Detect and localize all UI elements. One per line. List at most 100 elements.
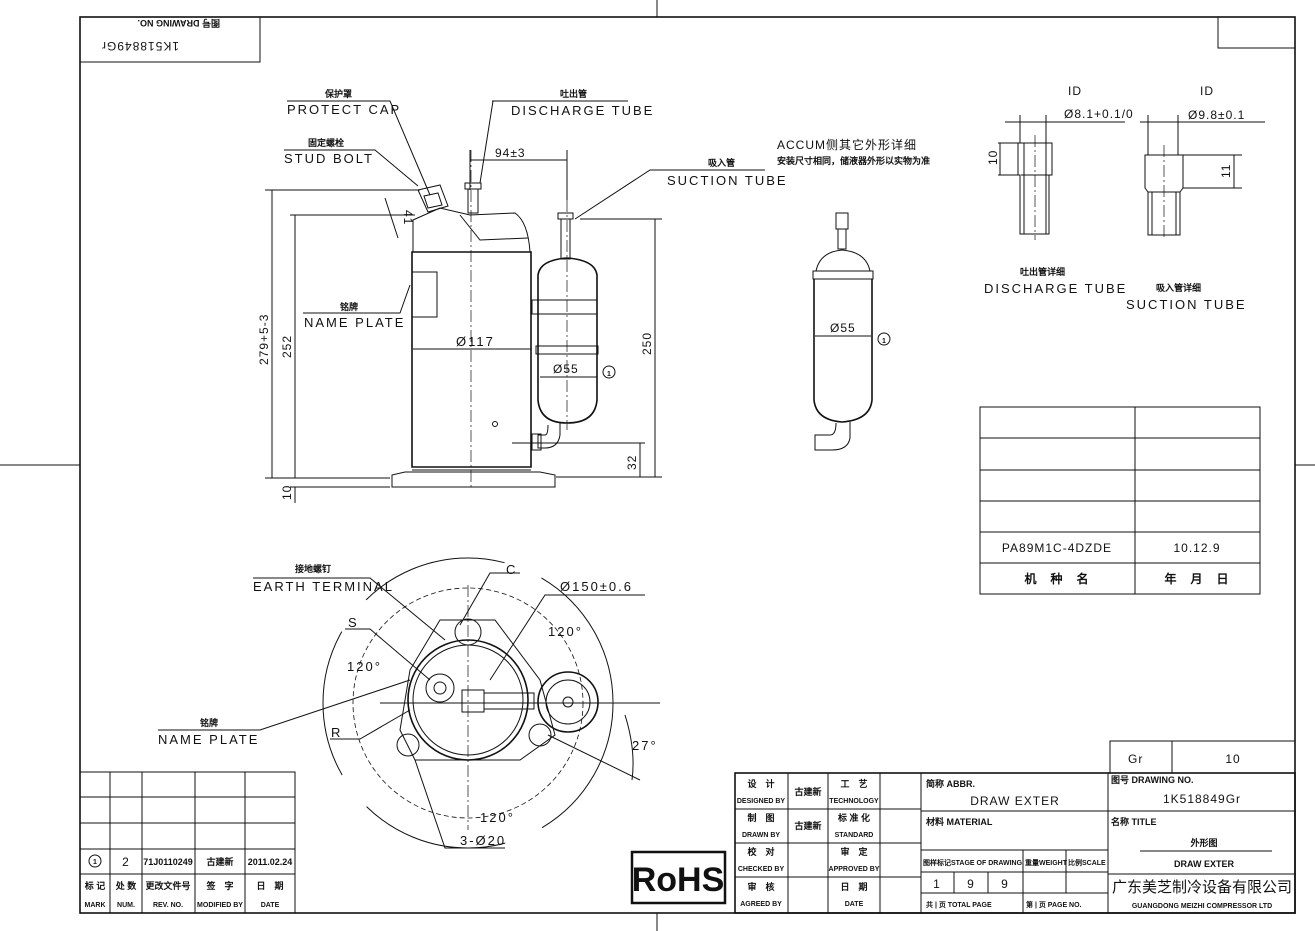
accum-note-1: ACCUM侧其它外形详细 (777, 137, 917, 152)
date-header: 年 月 日 (1164, 571, 1229, 586)
model-date: 10.12.9 (1173, 541, 1220, 555)
accum-mark-1: 1 (882, 338, 886, 345)
dia-55: Ø55 (553, 362, 579, 376)
scale-label: 比例SCALE (1068, 858, 1106, 867)
accum-dia-55: Ø55 (830, 321, 856, 335)
gr-label: Gr (1128, 752, 1143, 766)
tech-en: TECHNOLOGY (829, 798, 879, 805)
discharge-dia: Ø8.1+0.1/0 (1064, 107, 1134, 121)
title-en: DRAW EXTER (1174, 859, 1235, 869)
header-date-en: DATE (261, 902, 280, 909)
standard-en: STANDARD (835, 832, 874, 839)
stage-label: 图样标记STAGE OF DRAWING (923, 858, 1023, 867)
header-rev-cn: 更改文件号 (145, 880, 190, 891)
accumulator-detail: ACCUM侧其它外形详细 安装尺寸相同，储液器外形以实物为准 Ø55 1 (777, 137, 930, 451)
checked-cn: 校 对 (747, 846, 774, 857)
stage-value-2: 9 (967, 877, 975, 891)
terminal-r: R (331, 725, 342, 740)
earth-terminal-cn: 接地螺钉 (295, 563, 331, 574)
total-page: 共 | 页 TOTAL PAGE (926, 900, 992, 909)
designed-name: 古建新 (794, 786, 821, 797)
rev-modified-by: 古建新 (206, 856, 233, 867)
angle-120-right: 120° (548, 624, 583, 639)
stage-value-3: 9 (1001, 877, 1009, 891)
compressor-bottom-view: 接地螺钉 EARTH TERMINAL C Ø150±0.6 S 120° 12… (158, 557, 660, 849)
drawn-en: DRAWN BY (742, 832, 780, 839)
header-mod-cn: 签 字 (205, 880, 233, 891)
agreed-cn: 审 核 (747, 881, 774, 892)
angle-27: 27° (632, 738, 658, 753)
material-label: 材料 MATERIAL (925, 816, 993, 827)
dim-252: 252 (280, 335, 294, 358)
abbr-label: 简称 ABBR. (926, 778, 975, 789)
drawn-name: 古建新 (794, 820, 821, 831)
suction-detail-label: SUCTION TUBE (1126, 297, 1247, 312)
abbr-value: DRAW EXTER (970, 794, 1060, 808)
bottom-name-plate-cn: 铭牌 (200, 717, 218, 728)
terminal-s: S (348, 615, 359, 630)
mark-1: 1 (607, 371, 611, 378)
angle-120-bottom: 120° (480, 810, 515, 825)
rohs-text: RoHS (632, 861, 725, 899)
rohs-mark: RoHS (630, 850, 727, 905)
approved-cn: 审 定 (840, 846, 868, 857)
designed-cn: 设 计 (747, 778, 774, 789)
discharge-tube-label: DISCHARGE TUBE (511, 103, 654, 118)
inverted-drawing-no: 1K518849Gr (101, 39, 179, 53)
dim-32: 32 (625, 455, 639, 470)
discharge-detail-label: DISCHARGE TUBE (984, 281, 1127, 296)
header-num-cn: 处 数 (115, 880, 138, 891)
compressor-side-view: 保护罩 PROTECT CAP 固定螺栓 STUD BOLT 吐出管 DISCH… (257, 88, 788, 503)
title-cn: 外形图 (1189, 837, 1217, 848)
mark-circle (602, 365, 616, 379)
bottom-name-plate-label: NAME PLATE (158, 732, 259, 747)
holes-3-dia-20: 3-Ø20 (460, 833, 506, 848)
accum-note-2: 安装尺寸相同，储液器外形以实物为准 (777, 155, 930, 166)
dia-117: Ø117 (456, 334, 495, 349)
suction-tube-cn: 吸入管 (708, 157, 735, 168)
gr-value: 10 (1225, 752, 1240, 766)
designed-en: DESIGNED BY (737, 798, 786, 805)
header-date-cn: 日 期 (256, 880, 283, 891)
suction-id: ID (1200, 84, 1214, 98)
checked-en: CHECKED BY (738, 866, 785, 873)
model-header: 机 种 名 (1024, 571, 1089, 586)
discharge-tube-detail: ID Ø8.1+0.1/0 10 吐出管详细 DISCHARGE TUBE (984, 84, 1134, 296)
rev-mark: 1 (93, 859, 97, 866)
suction-len: 11 (1219, 164, 1233, 178)
discharge-tube-cn: 吐出管 (560, 88, 587, 99)
discharge-detail-cn: 吐出管详细 (1020, 266, 1065, 277)
dim-10: 10 (280, 485, 294, 500)
dim-41: 41 (401, 210, 415, 225)
stud-bolt-cn: 固定螺栓 (308, 137, 344, 148)
inverted-drawing-no-label: 图号 DRAWING NO. (138, 18, 221, 28)
model-table: PA89M1C-4DZDE 10.12.9 机 种 名 年 月 日 (979, 406, 1261, 595)
dia-150: Ø150±0.6 (560, 579, 633, 594)
protect-cap-cn: 保护罩 (324, 88, 352, 99)
suction-dia: Ø9.8±0.1 (1188, 108, 1245, 122)
tech-cn: 工 艺 (840, 778, 867, 789)
header-rev-en: REV. NO. (153, 902, 183, 909)
company-cn: 广东美芝制冷设备有限公司 (1112, 879, 1292, 896)
dim-94: 94±3 (495, 146, 526, 160)
date-en: DATE (845, 901, 864, 908)
header-num-en: NUM. (117, 902, 135, 909)
name-plate-label: NAME PLATE (304, 315, 405, 330)
angle-120-left: 120° (347, 659, 382, 674)
drawing-no: 1K518849Gr (1163, 792, 1241, 806)
rev-no: 71J0110249 (143, 857, 193, 867)
discharge-len: 10 (986, 150, 1000, 165)
drawing-no-label: 图号 DRAWING NO. (1111, 775, 1194, 785)
stud-bolt-label: STUD BOLT (284, 151, 374, 166)
rev-date: 2011.02.24 (248, 857, 293, 867)
suction-tube-detail: ID Ø9.8±0.1 11 吸入管详细 SUCTION TUBE (1126, 84, 1265, 312)
header-mod-en: MODIFIED BY (197, 902, 243, 909)
protect-cap-label: PROTECT CAP (287, 102, 401, 117)
company-en: GUANGDONG MEIZHI COMPRESSOR LTD (1132, 903, 1272, 910)
name-plate-cn: 铭牌 (340, 301, 358, 312)
rev-num: 2 (122, 855, 130, 869)
header-mark-cn: 标 记 (84, 880, 106, 891)
suction-tube-label: SUCTION TUBE (667, 173, 788, 188)
title-label: 名称 TITLE (1111, 816, 1157, 827)
